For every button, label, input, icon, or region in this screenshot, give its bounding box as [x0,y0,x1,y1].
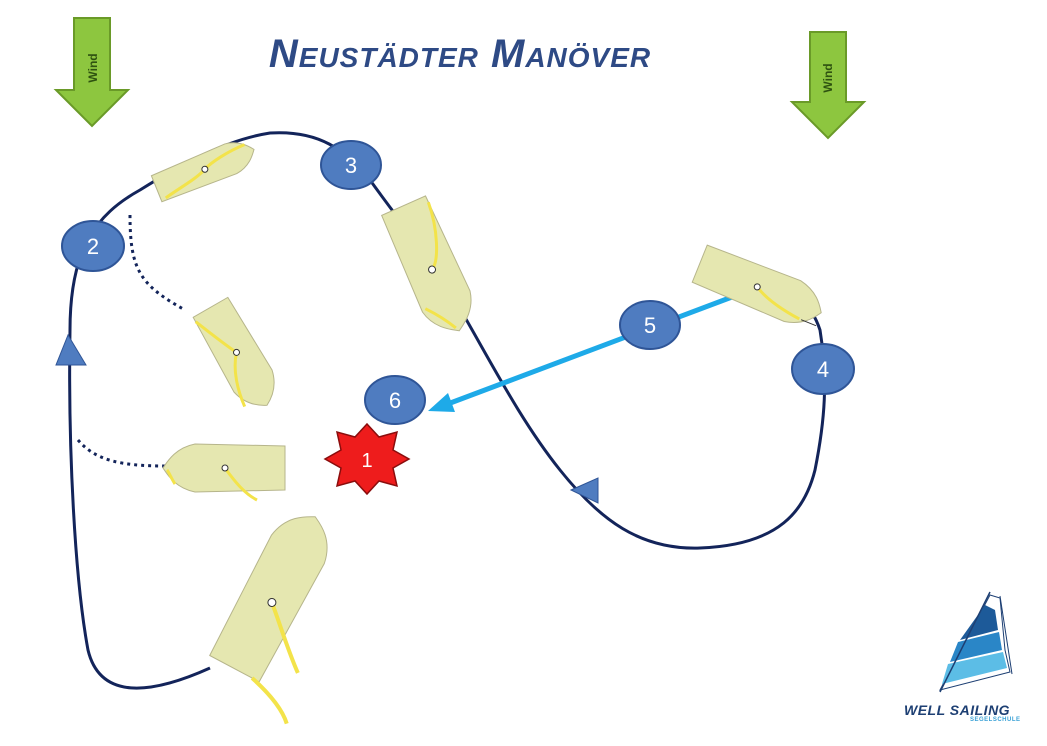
svg-text:4: 4 [817,357,829,382]
marker-6: 6 [364,375,426,425]
logo-subtitle: SEGELSCHULE [970,717,1021,723]
svg-text:2: 2 [87,234,99,259]
marker-3: 3 [320,140,382,190]
well-sailing-logo-sail [939,591,1013,693]
wind-label-right: Wind [821,63,835,92]
boat-right [691,244,822,327]
wind-arrow-right: Wind [789,31,867,140]
boat-left-middle [192,296,275,408]
dotted-branch-upper [128,214,186,312]
marker-1-star: 1 [323,422,411,496]
dotted-branch-lower [76,439,166,468]
svg-text:6: 6 [389,388,401,413]
direction-triangle-left [55,333,87,366]
page-title: Neustädter Manöver [268,32,652,76]
svg-text:1: 1 [361,450,372,472]
wind-arrow-left: Wind [53,17,131,128]
marker-2: 2 [61,220,125,272]
drift-arrow-line [444,291,741,408]
boat-bottom [209,516,328,725]
course-path [68,131,827,690]
svg-text:3: 3 [345,153,357,178]
wind-label-left: Wind [86,53,100,82]
marker-4: 4 [791,343,855,395]
boat-center-tilted [380,195,472,332]
direction-triangle-right [569,477,599,504]
marker-5: 5 [619,300,681,350]
logo-name: WELL SAILING [904,702,1011,718]
boat-left-lower [162,443,286,502]
svg-text:5: 5 [644,313,656,338]
drift-arrow-head [428,393,455,412]
boat-top-left [150,142,255,203]
